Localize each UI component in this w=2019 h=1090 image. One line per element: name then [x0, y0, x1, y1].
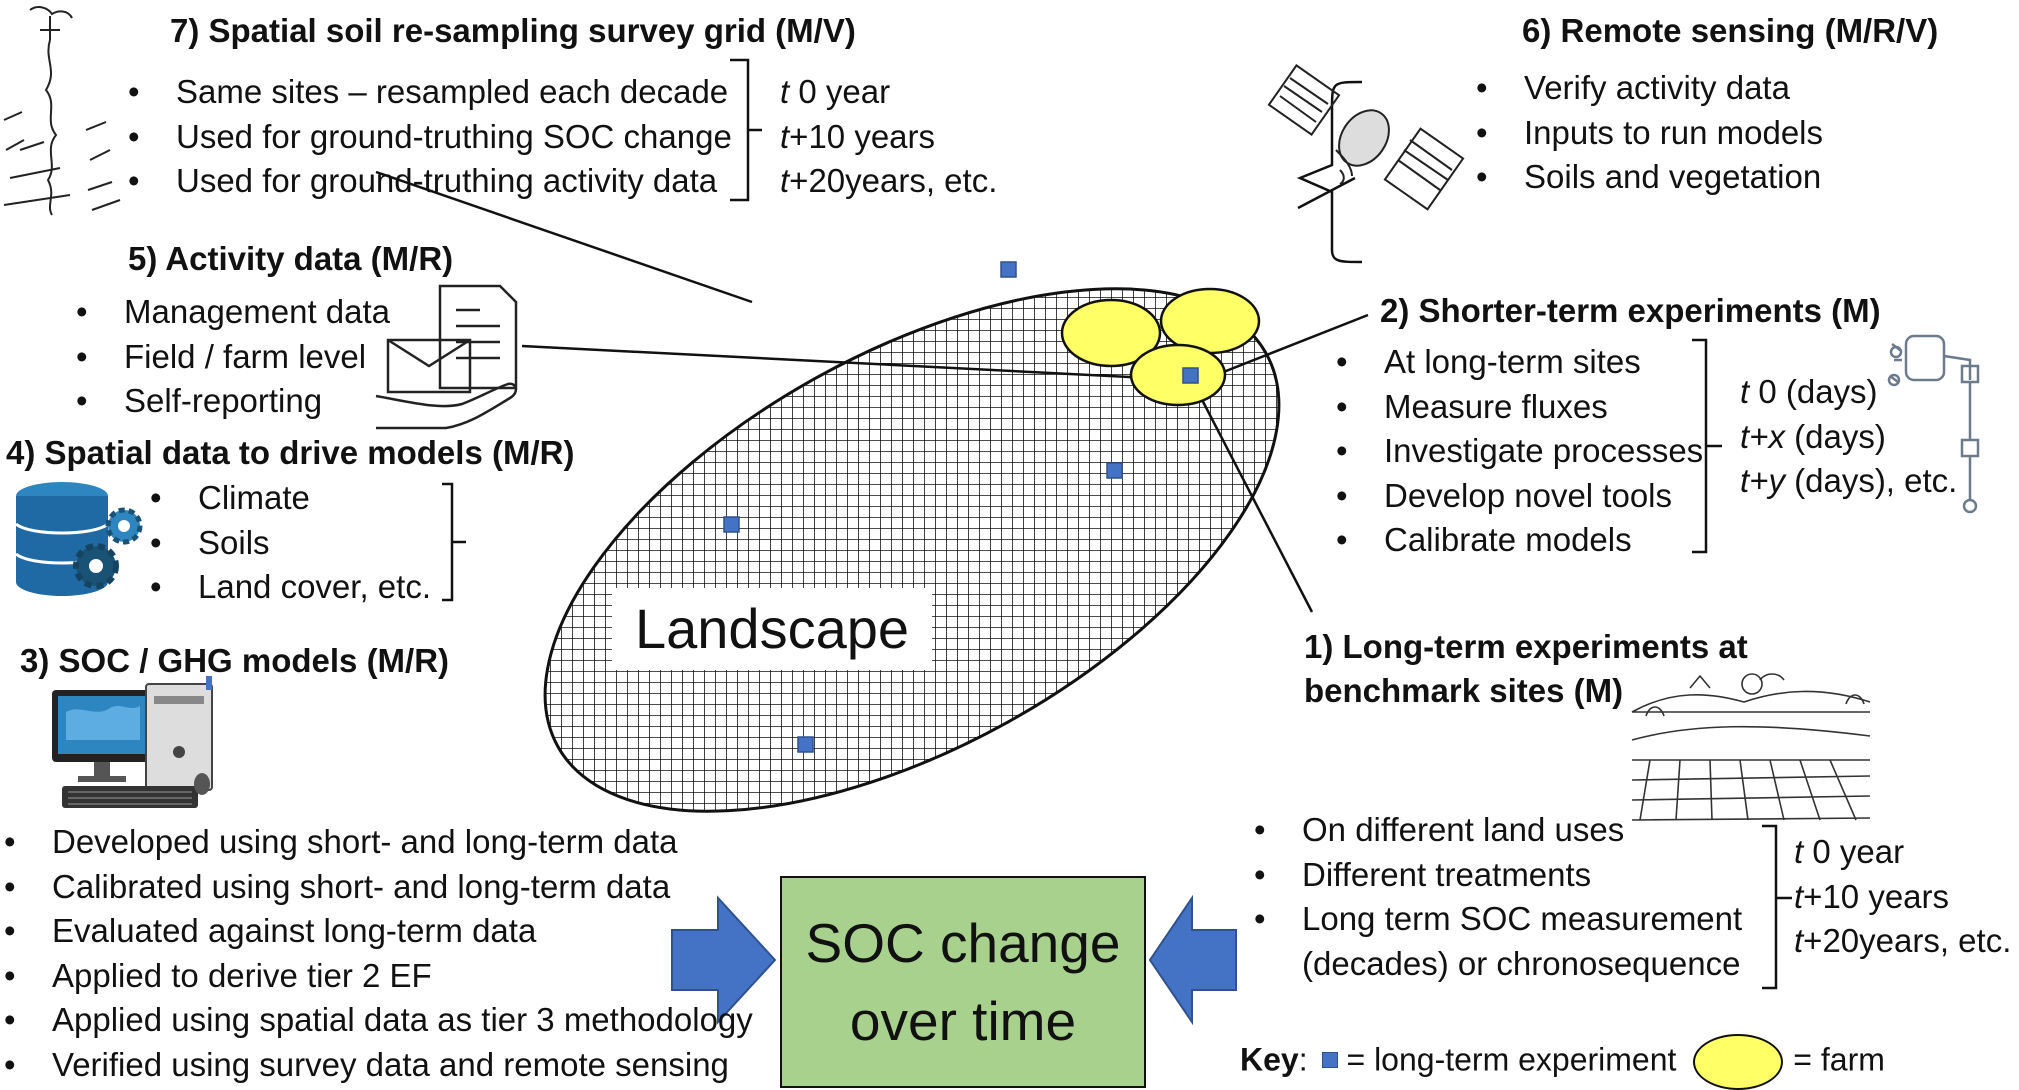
bracket-6: [1296, 80, 1363, 264]
section6-bullet: Soils and vegetation: [1476, 155, 1823, 200]
section5-list: Management data Field / farm level Self-…: [76, 290, 390, 424]
soc-change-line2: over time: [849, 990, 1077, 1052]
section6-title: 6) Remote sensing (M/R/V): [1522, 12, 1939, 49]
left-arrow-icon: [1148, 894, 1237, 1026]
section3-bullet: Applied using spatial data as tier 3 met…: [4, 998, 753, 1043]
section1-continuation: (decades) or chronosequence: [1302, 945, 1741, 982]
key-farm-text: = farm: [1793, 1041, 1885, 1078]
landscape-label: Landscape: [612, 588, 932, 670]
desktop-computer-icon: [52, 683, 213, 808]
section3-bullet: Verified using survey data and remote se…: [4, 1043, 753, 1088]
blue-marker: [206, 676, 212, 690]
section7-list: Same sites – resampled each decade Used …: [128, 70, 732, 204]
section1-list: On different land uses Different treatme…: [1254, 808, 1742, 942]
document-hand-icon: [375, 284, 518, 430]
time-label: t+20years, etc.: [780, 162, 998, 199]
section5-bullet: Field / farm level: [76, 335, 390, 380]
section4-bullet: Climate: [150, 476, 431, 521]
time-label: t 0 (days): [1740, 373, 1878, 410]
experiment-squares: [723, 261, 1199, 753]
time-label: t 0 year: [1794, 833, 1905, 870]
section6-bullet: Inputs to run models: [1476, 111, 1823, 156]
section4-bullet: Soils: [150, 521, 431, 566]
section3-bullet: Applied to derive tier 2 EF: [4, 954, 753, 999]
key-square-icon: [1322, 1052, 1339, 1068]
section4-bullet: Land cover, etc.: [150, 565, 431, 610]
soc-change-box: SOC change over time: [780, 876, 1146, 1088]
section1-bullet: Long term SOC measurement: [1254, 897, 1742, 942]
section6-list: Verify activity data Inputs to run model…: [1476, 66, 1823, 200]
farm-2: [1159, 287, 1261, 355]
section7-times: t 0 year t+10 years t+20years, etc.: [780, 70, 997, 204]
section5-bullet: Self-reporting: [76, 379, 390, 424]
time-label: t+y (days), etc.: [1740, 462, 1958, 499]
bracket-4: [442, 482, 466, 602]
satellite-icon: [1267, 64, 1465, 211]
time-label: t+x (days): [1740, 417, 1886, 455]
farmland-landscape-icon: [1631, 673, 1871, 821]
section7-bullet: Same sites – resampled each decade: [128, 70, 732, 115]
time-label: t+10 years: [1794, 877, 1950, 915]
experiment-square: [1106, 462, 1123, 479]
section4-title: 4) Spatial data to drive models (M/R): [6, 434, 575, 471]
section2-bullet: Calibrate models: [1336, 518, 1703, 563]
section2-bullet: Investigate processes: [1336, 429, 1703, 474]
section1-title-line1: 1) Long-term experiments at: [1304, 628, 1748, 665]
time-label: t 0 year: [780, 73, 891, 110]
key-legend: Key: = long-term experiment = farm: [1240, 1034, 1885, 1090]
experiment-square: [723, 516, 740, 533]
bracket-7: [730, 58, 762, 202]
farm-ellipses: [1060, 287, 1261, 407]
database-gears-icon: [15, 482, 143, 596]
section7-bullet: Used for ground-truthing SOC change: [128, 115, 732, 160]
bracket-1: [1762, 824, 1792, 990]
soc-change-line1: SOC change: [805, 912, 1121, 974]
section2-list: At long-term sites Measure fluxes Invest…: [1336, 340, 1703, 563]
key-colon: :: [1298, 1041, 1308, 1078]
flux-chamber-icon: [1887, 334, 1980, 514]
section7-title: 7) Spatial soil re-sampling survey grid …: [170, 12, 856, 49]
key-farm-icon: [1693, 1034, 1784, 1090]
section2-bullet: Measure fluxes: [1336, 385, 1703, 430]
experiment-square: [1000, 261, 1017, 278]
section1-bullet: Different treatments: [1254, 853, 1742, 898]
farm-3: [1129, 343, 1227, 407]
section3-bullet: Calibrated using short- and long-term da…: [4, 865, 753, 910]
section3-list: Developed using short- and long-term dat…: [4, 820, 753, 1087]
key-square-text: = long-term experiment: [1346, 1041, 1677, 1078]
section2-bullet: At long-term sites: [1336, 340, 1703, 385]
section2-bullet: Develop novel tools: [1336, 474, 1703, 519]
time-label: t+10 years: [780, 117, 936, 155]
section3-bullet: Evaluated against long-term data: [4, 909, 753, 954]
section3-title: 3) SOC / GHG models (M/R): [20, 642, 450, 679]
section1-title-line2: benchmark sites (M): [1304, 672, 1624, 709]
soil-auger-icon: [3, 6, 121, 216]
section5-title: 5) Activity data (M/R): [128, 240, 454, 277]
section3-bullet: Developed using short- and long-term dat…: [4, 820, 753, 865]
section5-bullet: Management data: [76, 290, 390, 335]
section6-bullet: Verify activity data: [1476, 66, 1823, 111]
key-label: Key: [1240, 1041, 1299, 1078]
section2-title: 2) Shorter-term experiments (M): [1380, 292, 1881, 329]
experiment-square: [1182, 367, 1199, 384]
section2-times: t 0 (days) t+x (days) t+y (days), etc.: [1740, 370, 1957, 504]
section7-bullet: Used for ground-truthing activity data: [128, 159, 732, 204]
section1-times: t 0 year t+10 years t+20years, etc.: [1794, 830, 2011, 964]
experiment-square: [797, 736, 814, 753]
farm-1: [1060, 298, 1162, 368]
time-label: t+20years, etc.: [1794, 922, 2012, 959]
section4-list: Climate Soils Land cover, etc.: [150, 476, 431, 610]
section1-bullet: On different land uses: [1254, 808, 1742, 853]
